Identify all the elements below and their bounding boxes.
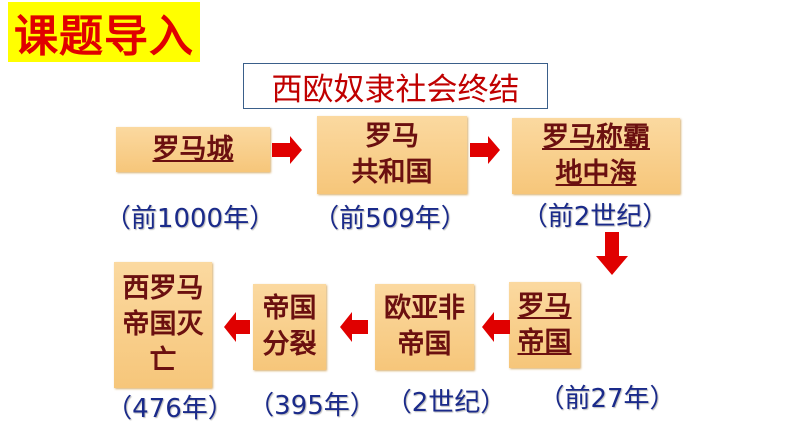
stage-mediterranean: 罗马称霸 地中海 <box>512 118 680 194</box>
stage-rome-city: 罗马城 <box>116 127 270 172</box>
subtitle-box: 西欧奴隶社会终结 <box>243 63 548 109</box>
right-arrow-icon <box>470 136 500 164</box>
date-label: （476年） <box>106 394 234 424</box>
date-label: （前1000年） <box>104 204 276 234</box>
stage-roman-republic: 罗马 共和国 <box>317 116 467 194</box>
stage-roman-empire: 罗马 帝国 <box>509 282 580 368</box>
right-arrow-icon <box>272 136 302 164</box>
date-label: （前509年） <box>313 204 467 234</box>
date-label: （前27年） <box>538 384 676 414</box>
stage-western-rome-fall: 西罗马 帝国灭 亡 <box>114 262 212 388</box>
date-label: （395年） <box>248 391 376 421</box>
left-arrow-icon <box>224 312 250 342</box>
date-label: （前2世纪） <box>521 202 669 232</box>
stage-eurasian-empire: 欧亚非 帝国 <box>375 284 474 370</box>
date-label: （2世纪） <box>385 388 507 418</box>
down-arrow-icon <box>596 232 628 275</box>
lesson-title: 课题导入 <box>8 2 200 62</box>
left-arrow-icon <box>482 312 510 342</box>
left-arrow-icon <box>340 312 368 342</box>
stage-empire-split: 帝国 分裂 <box>253 284 326 370</box>
